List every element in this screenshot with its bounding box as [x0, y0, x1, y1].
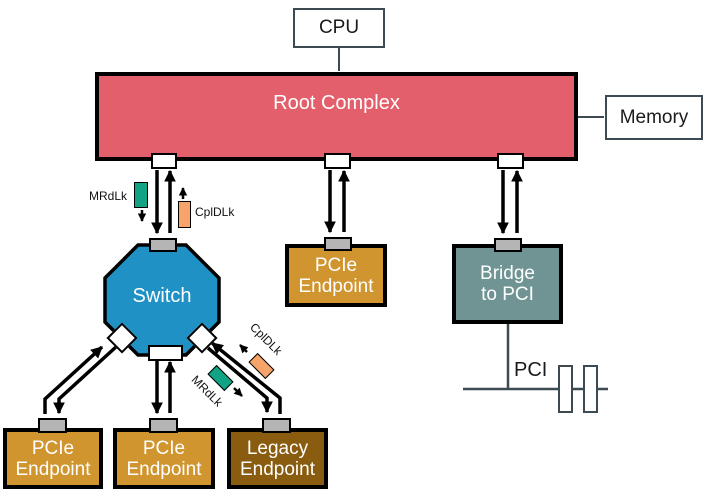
pci-card-2: [583, 365, 598, 413]
cpldlk-chip-root-link: [178, 201, 191, 228]
legacy-endpoint-label: Legacy Endpoint: [239, 437, 315, 480]
bridge-to-pci-box: Bridge to PCI: [452, 244, 563, 324]
root-port-2: [324, 153, 351, 169]
switch-octagon: [103, 243, 221, 357]
mrdlk-root-link-label: MRdLk: [89, 189, 128, 203]
bridge-to-pci-label: Bridge to PCI: [480, 263, 535, 305]
root-complex-label: Root Complex: [273, 92, 400, 114]
bridge-upstream-port: [494, 238, 522, 252]
pci-bus-label: PCI: [514, 359, 548, 381]
cpldlk-legacy-link-flow-arrow: [239, 344, 249, 354]
pcie-endpoint-middle-port: [149, 418, 178, 433]
cpldlk-root-link-label: CplDLk: [195, 205, 235, 219]
pcie-endpoint-left-label: PCIe Endpoint: [15, 437, 91, 480]
pcie-endpoint-left-port: [38, 418, 67, 433]
memory-label: Memory: [619, 106, 689, 128]
switch-legacy-downstream-arrow: [206, 346, 273, 414]
switch-left-endpoint-upstream-arrow: [43, 345, 104, 414]
pcie-endpoint-upper-port: [324, 237, 352, 251]
root-complex-box: [95, 72, 578, 161]
legacy-endpoint-port: [262, 418, 291, 433]
switch-left-endpoint-downstream-arrow: [53, 344, 119, 415]
switch-downstream-port-center: [148, 345, 183, 361]
mrdlk-chip-root-link: [134, 182, 148, 208]
memory-box: Memory: [605, 95, 703, 140]
pci-card-1: [558, 365, 573, 413]
pcie-endpoint-middle-box: PCIe Endpoint: [113, 428, 215, 489]
cpu-box: CPU: [293, 8, 385, 48]
pcie-endpoint-upper-label: PCIe Endpoint: [298, 254, 374, 297]
pcie-endpoint-middle-label: PCIe Endpoint: [126, 437, 202, 480]
switch-legacy-upstream-arrow: [210, 341, 282, 414]
root-port-1: [151, 153, 177, 169]
pcie-endpoint-upper-box: PCIe Endpoint: [285, 244, 387, 307]
mrdlk-legacy-link-flow-arrow: [233, 387, 243, 397]
root-port-3: [497, 153, 524, 169]
cpu-label: CPU: [318, 17, 360, 38]
switch-upstream-port: [149, 238, 177, 252]
switch-label: Switch: [132, 285, 192, 307]
legacy-endpoint-box: Legacy Endpoint: [227, 428, 328, 489]
pcie-endpoint-left-box: PCIe Endpoint: [3, 428, 103, 489]
